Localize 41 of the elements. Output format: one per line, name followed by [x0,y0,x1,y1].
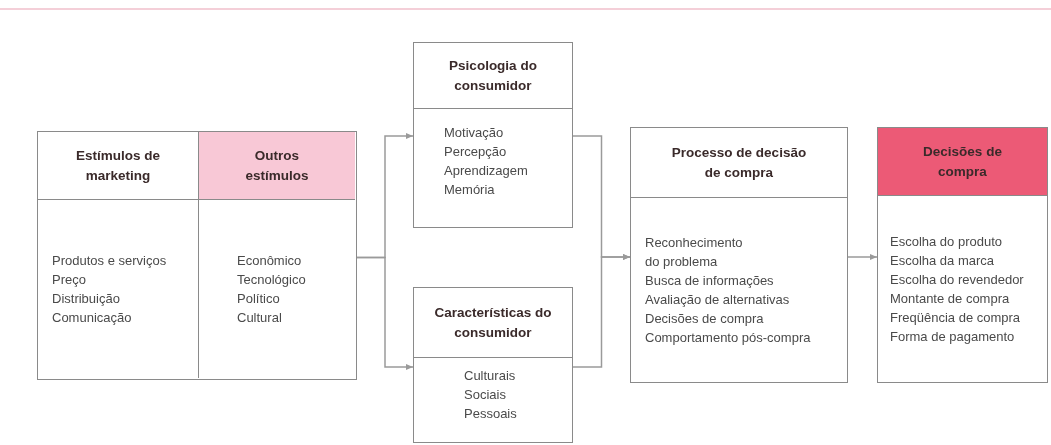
process-box [630,127,848,383]
list-item: Memória [444,181,495,199]
list-item: Percepção [444,143,507,161]
list-item: Reconhecimento do problema [645,234,744,271]
list-item: Forma de pagamento [890,328,1015,346]
list-item: Econômico [237,252,302,270]
connector-arrow [847,254,878,260]
list-item: Freqüência de compra [890,309,1021,327]
list-item: Tecnológico [237,271,306,289]
box-heading: Processo de decisão de compra [670,143,808,182]
group-box [37,131,357,380]
process-box [413,287,573,443]
list-item: Preço [52,271,86,289]
box-heading: Estímulos de marketing [75,146,161,185]
list-item: Escolha do revendedor [890,271,1024,289]
list-item: Avaliação de alternativas [645,291,790,309]
column-panel [198,132,355,378]
connector-arrow [572,254,631,368]
box-heading: Psicologia do consumidor [448,56,538,95]
box-heading: Características do consumidor [433,303,553,342]
list-item: Sociais [464,386,506,404]
process-box [413,42,573,228]
box-heading: Outros estímulos [244,146,310,185]
list-item: Busca de informações [645,272,774,290]
list-item: Pessoais [464,405,517,423]
list-item: Escolha da marca [890,252,995,270]
box-heading: Decisões de compra [922,142,1003,181]
process-box [877,127,1048,383]
list-item: Distribuição [52,290,120,308]
list-item: Aprendizagem [444,162,528,180]
list-item: Escolha do produto [890,233,1003,251]
list-item: Montante de compra [890,290,1010,308]
list-item: Comportamento pós-compra [645,329,811,347]
list-item: Produtos e serviços [52,252,167,270]
connector-arrow [356,256,414,370]
list-item: Político [237,290,280,308]
list-item: Motivação [444,124,504,142]
list-item: Decisões de compra [645,310,764,328]
list-item: Comunicação [52,309,132,327]
list-item: Culturais [464,367,516,385]
list-item: Cultural [237,309,282,327]
